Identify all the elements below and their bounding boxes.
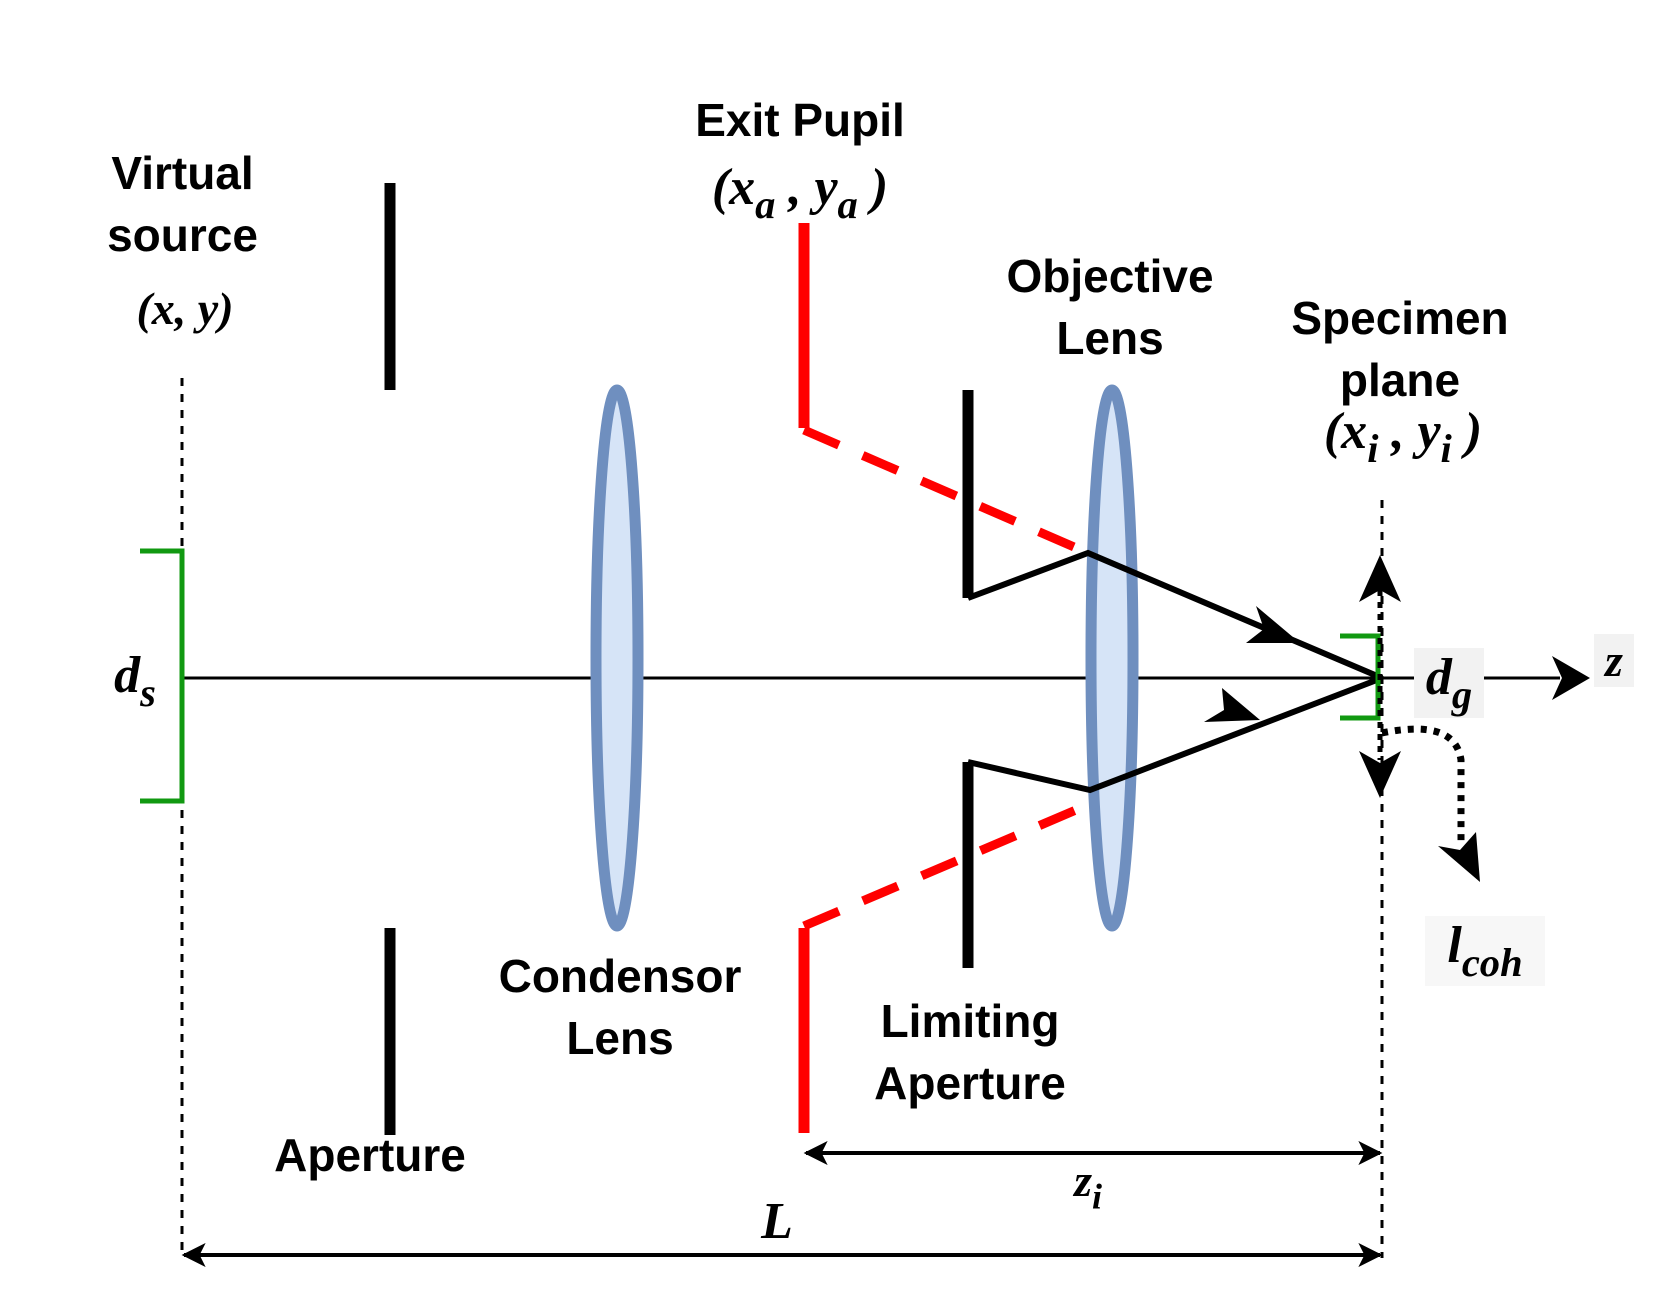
condensor-lens-label: Condensor Lens [498,950,742,1064]
specimen-arrow-down [1359,751,1401,798]
specimen-arrow-up [1359,555,1401,602]
z-axis-label: z [1594,634,1634,687]
source-size-bracket [140,548,185,804]
specimen-coords: (xi , yi ) [1323,403,1483,472]
specimen-plane-label: Specimen plane [1291,292,1509,406]
coherence-length-symbol: lcoh [1425,916,1545,987]
virtual-source-label: Virtual source [107,147,258,261]
objective-lens [1085,384,1139,932]
L-symbol: L [761,1193,793,1250]
ray-lower [967,675,1384,794]
ray-upper [966,549,1384,681]
exit-pupil-coords: (xa , ya ) [711,159,889,228]
coherence-arrowhead [1438,832,1480,882]
exit-pupil-ray-lower [802,799,1092,931]
probe-size-symbol: dg [1414,648,1484,719]
condensor-lens [590,384,644,932]
z-axis-arrowhead [1552,656,1590,700]
limiting-aperture-label: Limiting Aperture [874,995,1066,1109]
source-size-symbol: ds [114,647,156,716]
exit-pupil-ray-upper [802,425,1090,558]
coherence-curve [1381,725,1465,845]
zi-symbol: zi [1074,1155,1102,1217]
exit-pupil-label: Exit Pupil [695,94,905,146]
virtual-source-coords: (x, y) [136,283,234,334]
aperture-label: Aperture [274,1129,466,1181]
objective-lens-label: Objective Lens [1006,250,1214,364]
ray-upper-arrowhead [1246,606,1300,643]
ray-lower-arrowhead [1204,688,1260,722]
